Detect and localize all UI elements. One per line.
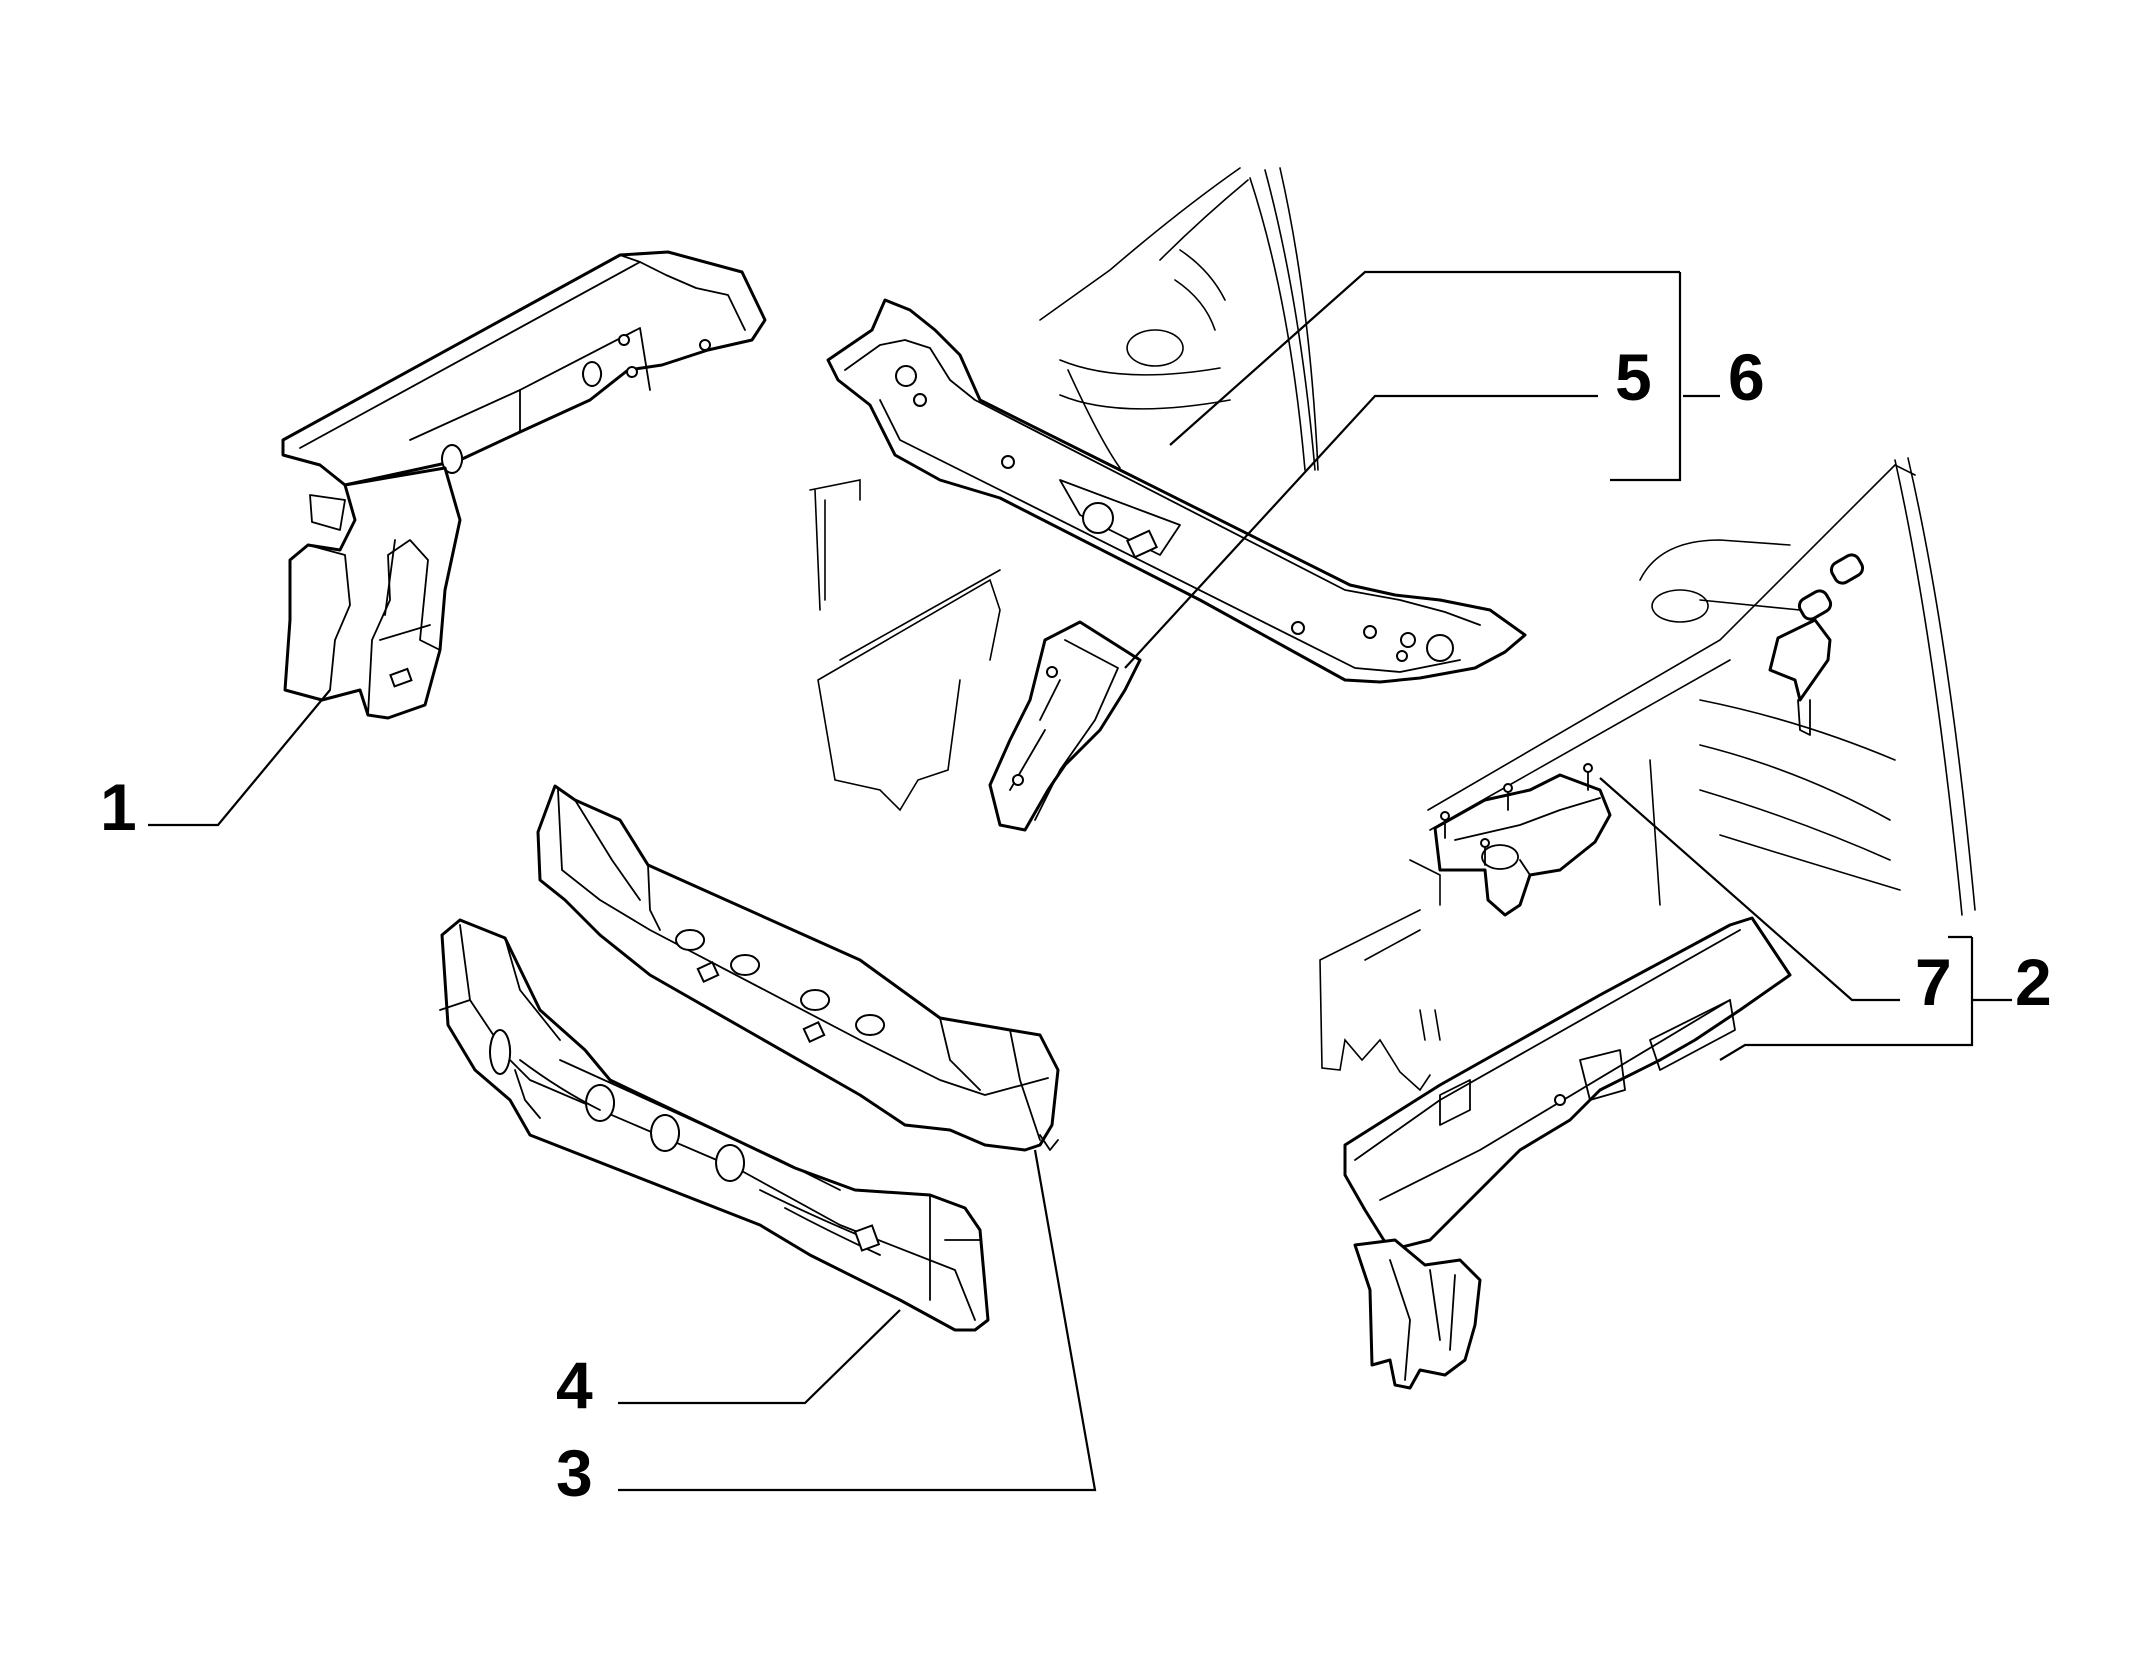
callout-6: 6 — [1728, 340, 1765, 414]
leader-1 — [148, 689, 331, 827]
part-3-lower-crossmember — [536, 784, 1060, 1152]
callout-2: 2 — [2015, 945, 2052, 1019]
leader-2 — [1719, 935, 2012, 1061]
part-6-upper-crossmember — [809, 167, 1527, 812]
callout-1: 1 — [100, 770, 137, 844]
leader-3 — [618, 1149, 1097, 1492]
leader-7 — [1599, 777, 1900, 1002]
part-5-bracket — [988, 620, 1142, 832]
part-4-bumper-crossmember — [439, 918, 990, 1332]
callout-7: 7 — [1915, 945, 1952, 1019]
part-1-left-side-member — [281, 250, 767, 720]
leader-5 — [1124, 394, 1598, 669]
callout-5: 5 — [1615, 340, 1652, 414]
leader-6 — [1169, 270, 1720, 482]
part-2-right-side-member — [1319, 457, 1976, 1390]
leader-lines — [148, 270, 2012, 1492]
leader-4 — [618, 1309, 901, 1405]
callout-3: 3 — [556, 1436, 593, 1510]
callout-4: 4 — [556, 1348, 593, 1422]
